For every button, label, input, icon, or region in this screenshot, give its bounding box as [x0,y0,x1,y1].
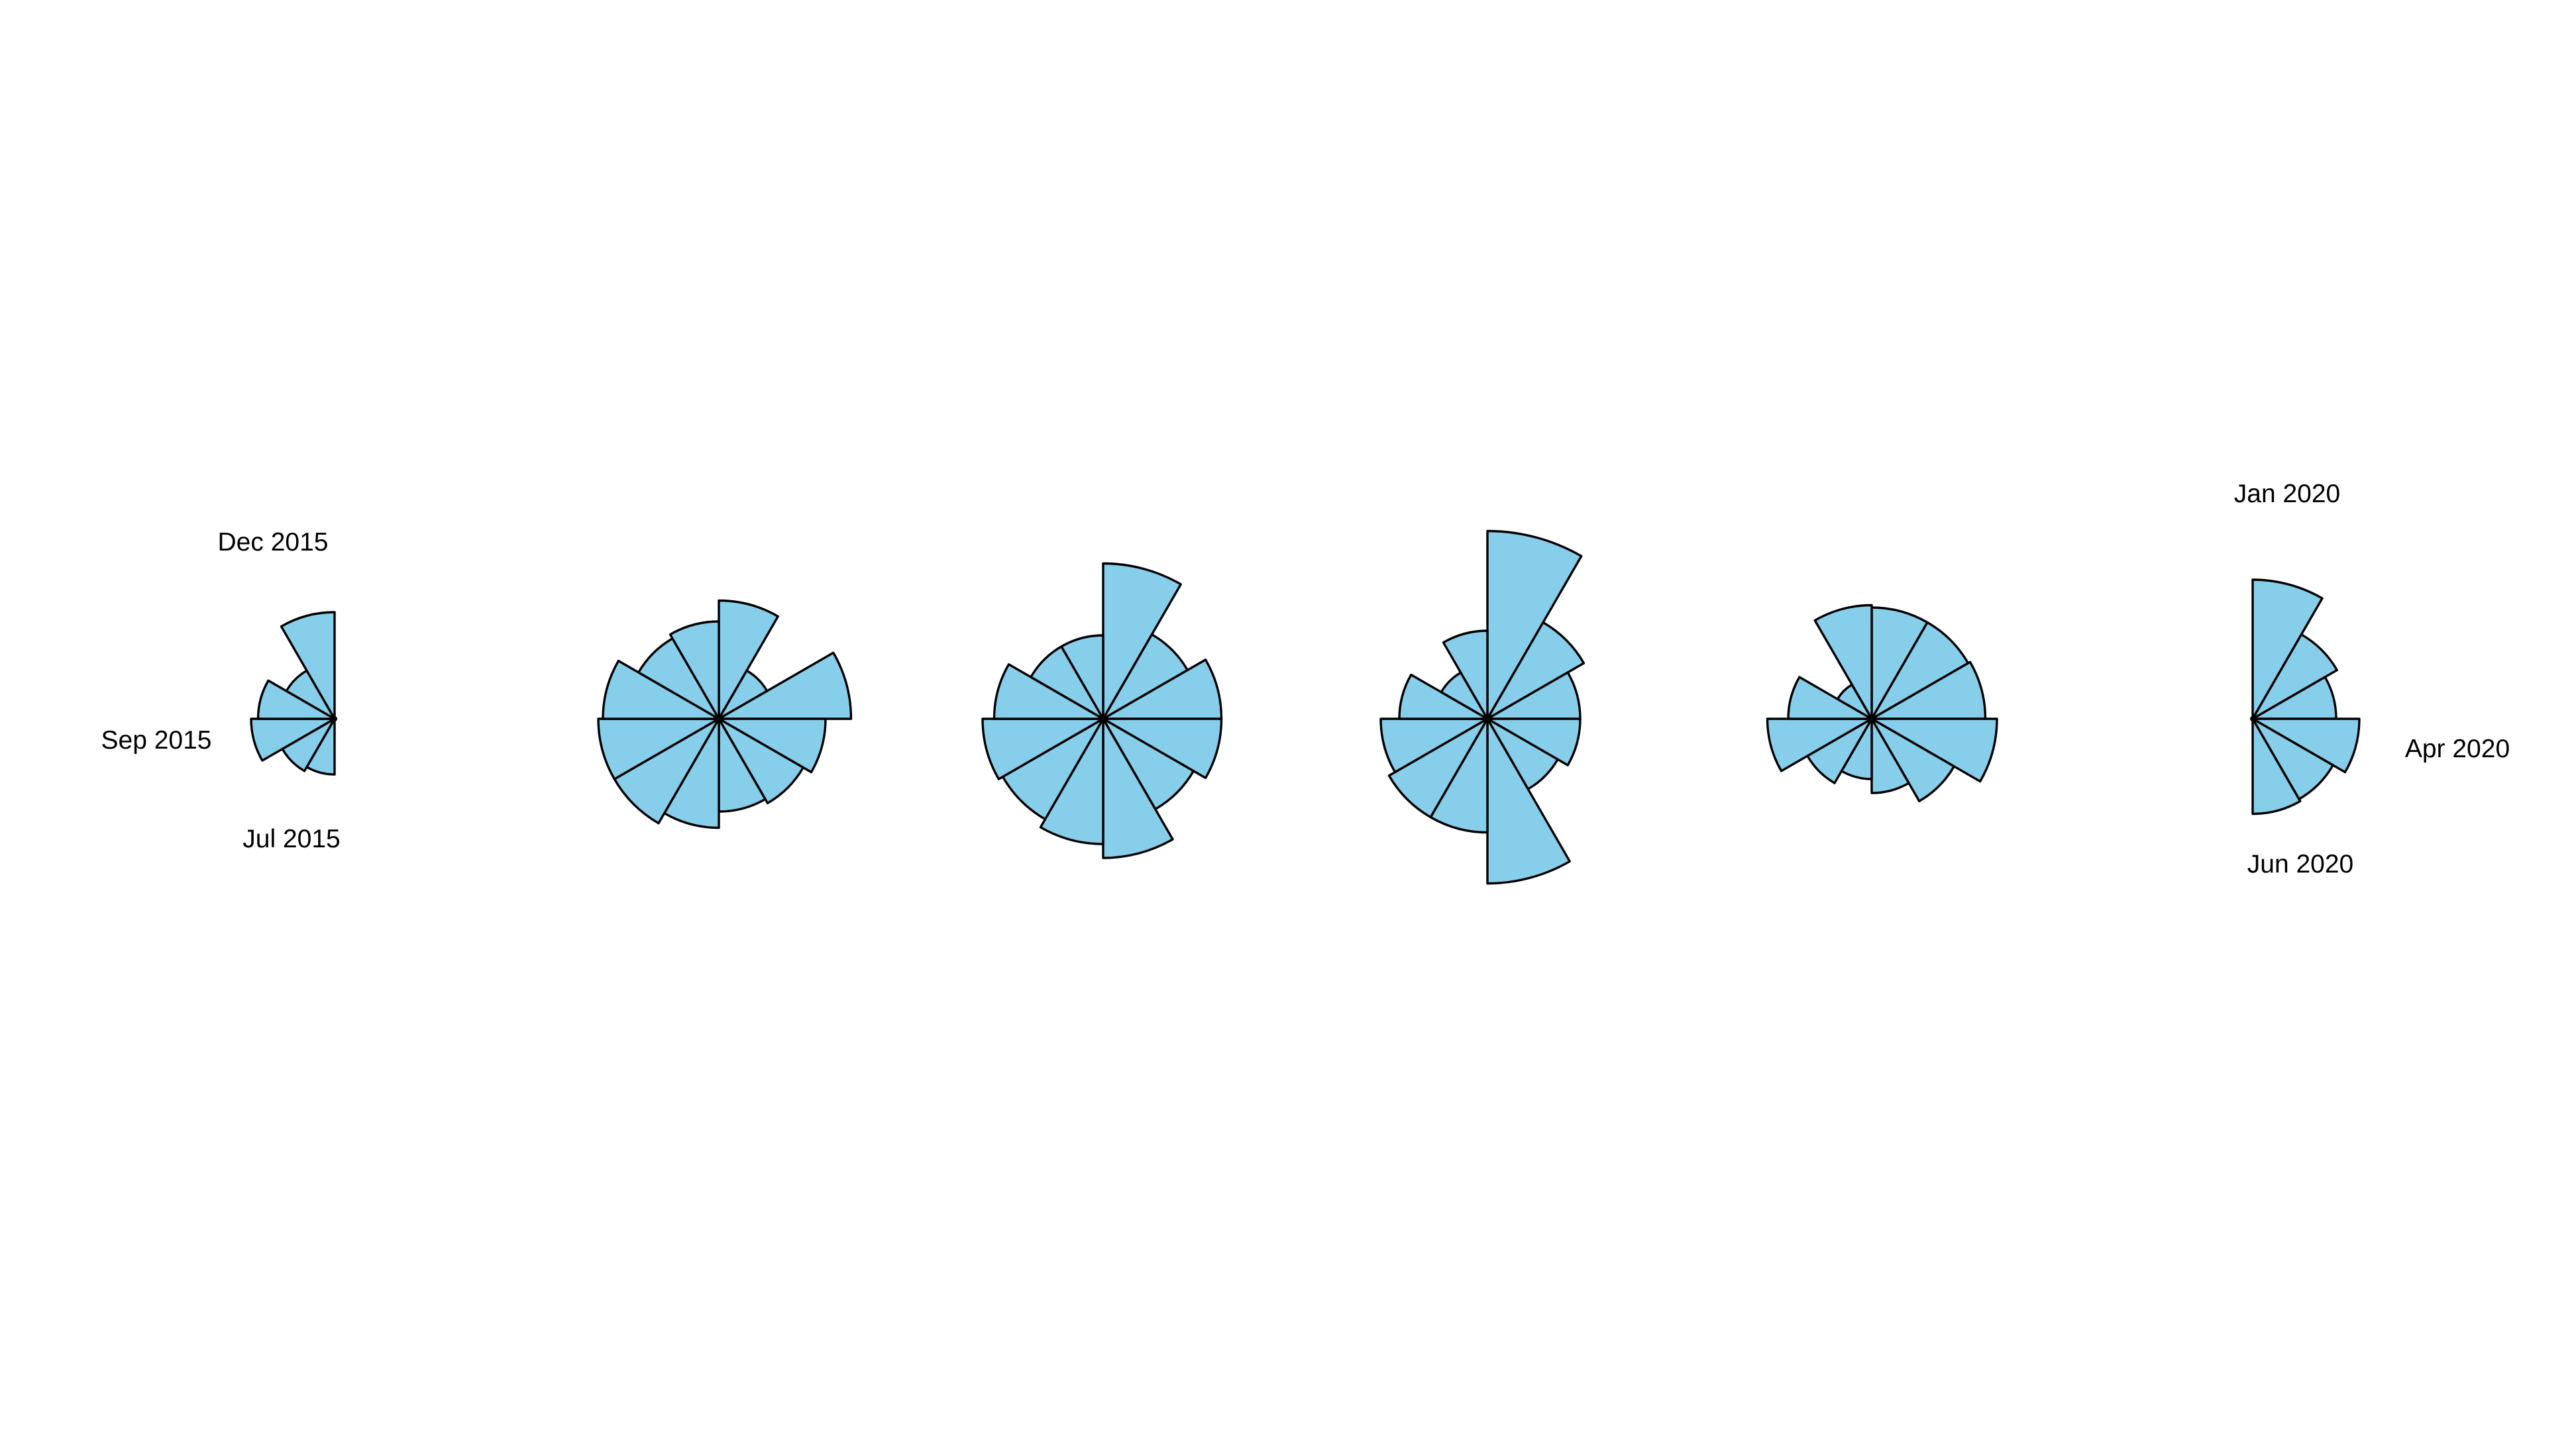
rose-hub-2020 [2250,716,2255,721]
rose-2016 [597,599,853,829]
wedge-apr-2020 [2251,717,2361,774]
wedge-dec-2017 [1060,634,1104,720]
wedge-jan-2020 [2251,578,2324,720]
label-jun-2020: Jun 2020 [2247,850,2353,878]
rose-2017 [981,562,1223,859]
rose-2018 [1379,529,1585,885]
rose-hub-2019 [1869,716,1874,721]
wedge-oct-2017 [993,663,1104,720]
wedge-feb-2020 [2251,633,2339,720]
wedge-oct-2015 [256,679,336,720]
wedge-may-2019 [1870,717,1955,802]
wedge-apr-2017 [1102,717,1223,779]
rose-2020 [2250,578,2361,816]
rose-2019 [1766,604,1998,802]
label-jul-2015: Jul 2015 [242,825,340,853]
wedge-feb-2018 [1486,621,1585,720]
wedge-oct-2016 [602,659,720,720]
wedge-sep-2019 [1766,717,1873,772]
wedge-jun-2019 [1870,717,1910,794]
rose-2015 [250,611,337,776]
wedge-jun-2020 [2251,717,2302,816]
wedge-dec-2019 [1813,604,1873,720]
wedge-feb-2019 [1870,621,1970,720]
rose-hub-2016 [716,716,722,721]
rose-hub-2017 [1100,716,1106,721]
wedge-aug-2018 [1387,717,1489,819]
wedge-sep-2018 [1379,717,1489,774]
wedge-dec-2018 [1442,629,1489,720]
wedge-aug-2016 [613,717,720,825]
wedge-jul-2018 [1429,717,1489,834]
wedge-jan-2019 [1870,606,1929,720]
label-sep-2015: Sep 2015 [101,726,212,755]
wedge-oct-2019 [1787,676,1873,720]
label-apr-2020: Apr 2020 [2405,735,2510,763]
wedges-layer [250,529,2361,885]
rose-hub-2018 [1485,716,1490,721]
wedge-jun-2017 [1102,717,1174,859]
wedge-mar-2019 [1870,661,1987,720]
wedge-dec-2016 [669,620,720,720]
wedge-mar-2017 [1102,659,1223,720]
wedge-jan-2017 [1102,562,1182,720]
wedge-apr-2016 [718,717,827,774]
label-jan-2020: Jan 2020 [2234,480,2340,508]
label-dec-2015: Dec 2015 [218,528,329,556]
wedge-aug-2017 [1001,717,1104,821]
wedge-may-2016 [718,717,805,805]
wedge-dec-2015 [280,611,336,720]
rose-hub-2015 [332,716,337,721]
wedge-jan-2016 [718,599,779,720]
wedge-apr-2018 [1486,717,1582,767]
wedge-mar-2016 [718,651,853,720]
wedge-jul-2017 [1039,717,1104,845]
wedge-sep-2016 [597,717,720,780]
wedge-oct-2018 [1398,673,1489,720]
wedge-apr-2019 [1870,717,1998,783]
wedge-jan-2018 [1486,529,1583,720]
labels-layer: Dec 2015 Sep 2015 Jul 2015 Jan 2020 Apr … [101,480,2510,878]
wedge-sep-2015 [250,717,336,762]
wedge-jun-2018 [1486,717,1571,885]
wedge-sep-2017 [981,717,1104,780]
